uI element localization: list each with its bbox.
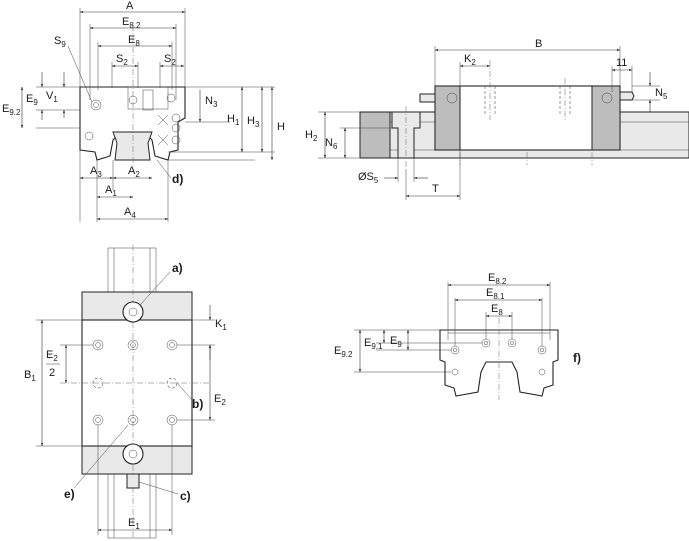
dim-A1: A1 <box>105 184 117 198</box>
dim-T: T <box>432 183 439 195</box>
top-block <box>127 86 169 110</box>
label-S9: S9 <box>54 35 66 49</box>
dim-N3: N3 <box>205 95 218 109</box>
dim-A3: A3 <box>90 165 102 179</box>
lube-nipple-right <box>619 91 635 101</box>
front-view-f: E8.2 E8.1 E8 E9.2 E9.1 E9 f) <box>334 272 581 400</box>
side-view: B K2 11 N5 H2 N6 ØS5 T <box>305 38 689 200</box>
dim-E9-2: E9.2 <box>2 103 21 117</box>
dim-E1: E1 <box>128 517 140 531</box>
label-f: f) <box>573 351 581 365</box>
dim-B: B <box>535 38 542 50</box>
label-e: e) <box>64 487 75 501</box>
dim-half-divisor: 2 <box>49 367 55 379</box>
carriage-profile-f <box>439 329 559 397</box>
end-cap-right <box>591 85 621 151</box>
dim-K1: K1 <box>215 318 227 332</box>
dim-E9-2-f: E9.2 <box>334 345 353 359</box>
dim-V1: V1 <box>46 90 58 104</box>
end-seal <box>359 111 391 159</box>
label-a: a) <box>172 261 183 275</box>
dim-N6: N6 <box>325 137 338 151</box>
ball-bearings <box>84 93 181 146</box>
label-c: c) <box>180 489 191 503</box>
dim-H1: H1 <box>227 113 240 127</box>
dim-E9-f: E9 <box>390 335 402 349</box>
dim-B1: B1 <box>24 369 36 383</box>
dim-E8-f: E8 <box>491 303 503 317</box>
dim-E8-2: E8.2 <box>122 16 141 30</box>
carriage-profile <box>79 86 186 161</box>
lube-nipple-left <box>419 93 436 103</box>
label-b: b) <box>192 397 203 411</box>
top-view: a) K1 E2 2 B1 b) E2 e) c) E1 <box>24 245 227 539</box>
center-slot <box>142 89 154 111</box>
dim-S2-left: S2 <box>116 53 128 67</box>
dim-E8-1-f: E8.1 <box>486 287 505 301</box>
dim-E2: E2 <box>214 393 226 407</box>
lube-nipple-top-view <box>126 473 140 489</box>
dim-E9: E9 <box>26 93 38 107</box>
dim-E8: E8 <box>128 34 140 48</box>
hidden-holes <box>484 86 571 116</box>
dim-S5: ØS5 <box>358 171 379 185</box>
dim-E9-1-f: E9.1 <box>364 337 383 351</box>
dim-H3: H3 <box>247 115 260 129</box>
dim-K2: K2 <box>464 53 476 67</box>
dim-E2-half: E2 <box>46 349 58 363</box>
carriage-side <box>434 85 621 151</box>
dim-H2: H2 <box>305 129 318 143</box>
dim-A2: A2 <box>128 165 140 179</box>
label-d: d) <box>172 172 183 186</box>
end-cap-left <box>434 85 461 151</box>
mount-hole <box>90 99 102 111</box>
dim-N5: N5 <box>655 87 668 101</box>
dim-11: 11 <box>616 57 627 69</box>
dim-S2-right: S2 <box>164 53 176 67</box>
end-screw-top <box>122 301 144 323</box>
rail-profile <box>112 131 153 161</box>
dim-A4: A4 <box>124 206 136 220</box>
dim-E8-2-f: E8.2 <box>488 272 507 286</box>
dim-H: H <box>277 121 285 133</box>
dim-A: A <box>126 0 134 12</box>
front-view: A E8.2 E8 S2 S2 S9 V1 E9 E9.2 N3 H1 <box>2 0 285 222</box>
end-screw-bottom <box>122 443 144 465</box>
